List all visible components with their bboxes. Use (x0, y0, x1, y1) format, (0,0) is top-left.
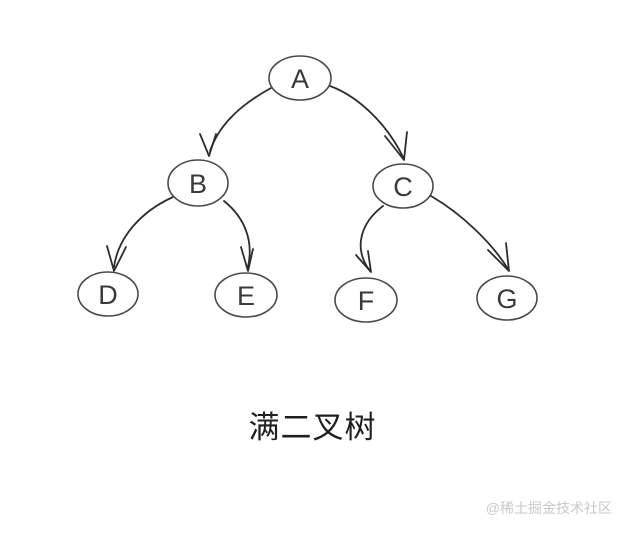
node-label: E (237, 281, 255, 311)
tree-node-g: G (476, 275, 538, 321)
tree-node-e: E (214, 272, 278, 318)
node-ellipse (77, 271, 139, 317)
edge-curve (209, 87, 272, 152)
edge-b-e (223, 200, 254, 272)
edge-b-d (106, 196, 174, 272)
node-label: F (358, 286, 375, 316)
watermark: @稀土掘金技术社区 (485, 500, 612, 516)
node-ellipse (167, 159, 229, 207)
arrowhead-icon (355, 250, 372, 273)
tree-node-c: C (372, 163, 434, 209)
arrowhead-icon (384, 131, 408, 161)
arrowhead-icon (240, 246, 254, 272)
tree-node-f: F (334, 277, 398, 323)
arrowhead-icon (199, 133, 217, 157)
arrowhead-icon (106, 245, 127, 272)
edge-c-g (430, 195, 510, 272)
node-label: D (98, 280, 118, 310)
arrowhead-icon (487, 242, 510, 272)
node-ellipse (372, 163, 434, 209)
node-ellipse (268, 55, 332, 101)
node-ellipse (334, 277, 398, 323)
node-ellipse (214, 272, 278, 318)
edge-curve (113, 196, 174, 268)
node-label: G (496, 284, 517, 314)
edge-a-c (329, 85, 408, 161)
edge-curve (329, 85, 404, 158)
edge-a-b (199, 87, 272, 157)
node-label: A (291, 64, 309, 94)
edge-c-f (355, 205, 384, 273)
edge-curve (359, 205, 384, 272)
node-label: C (393, 172, 413, 202)
edge-curve (223, 200, 251, 268)
node-ellipse (476, 275, 538, 321)
tree-node-b: B (167, 159, 229, 207)
diagram-caption: 满二叉树 (248, 410, 377, 445)
tree-node-d: D (77, 271, 139, 317)
node-label: B (189, 169, 207, 199)
tree-node-a: A (268, 55, 332, 101)
edge-curve (430, 195, 509, 270)
